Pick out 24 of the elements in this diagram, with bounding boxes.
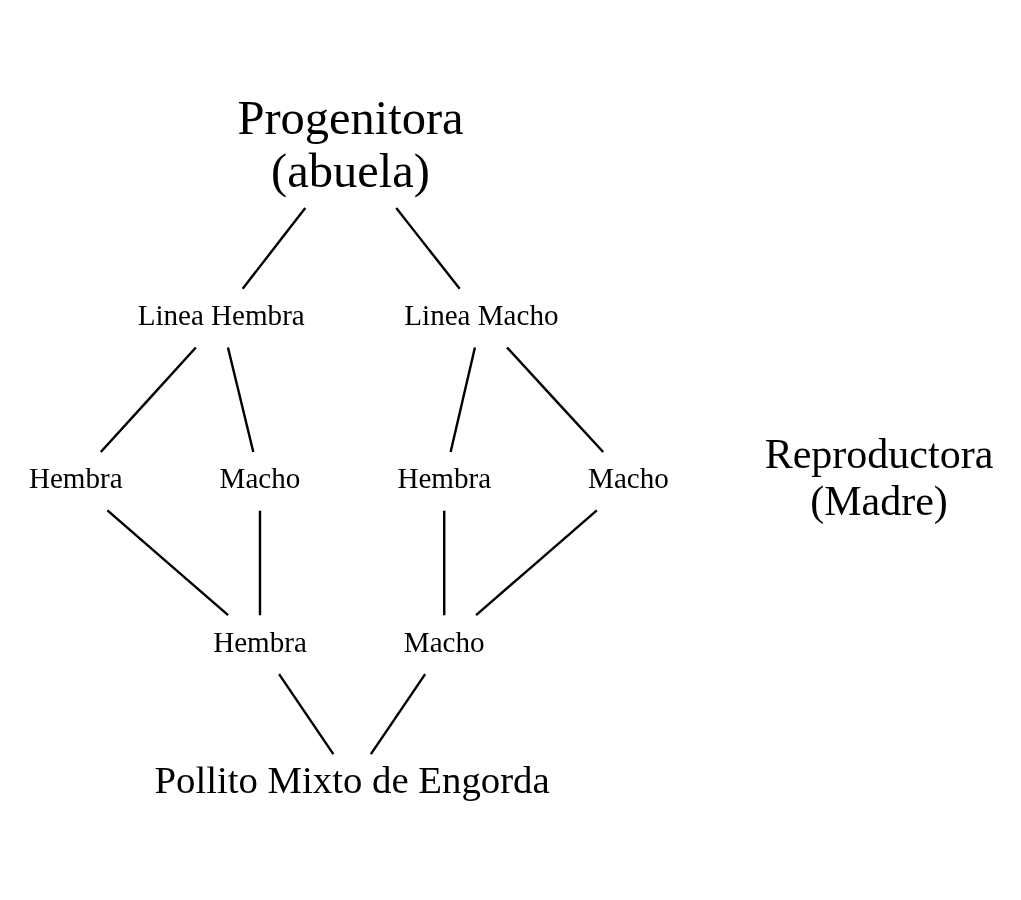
node-text: Linea Macho — [404, 298, 559, 331]
connector — [475, 508, 598, 616]
connector — [226, 346, 255, 452]
node-text: Hembra — [397, 461, 492, 494]
node-text: Macho — [219, 461, 301, 494]
label: Reproductora — [764, 430, 994, 477]
connector — [258, 510, 262, 615]
label: (Madre) — [810, 477, 948, 524]
connector — [369, 673, 427, 755]
connector — [99, 346, 197, 453]
node-text: Hembra — [28, 461, 123, 494]
connector — [106, 508, 229, 616]
node-text: Progenitora (abuela) — [237, 90, 464, 197]
connector — [506, 346, 605, 453]
node-text: Macho — [403, 625, 485, 658]
connector — [395, 206, 461, 289]
node-text: Pollito Mixto de Engorda — [154, 757, 550, 801]
node-text: Linea Hembra — [137, 298, 305, 331]
node-text: Macho — [588, 461, 669, 494]
connector — [443, 510, 446, 615]
connector — [278, 673, 335, 755]
node-text: Hembra — [213, 625, 307, 658]
connector — [449, 346, 477, 452]
connector — [241, 206, 307, 289]
